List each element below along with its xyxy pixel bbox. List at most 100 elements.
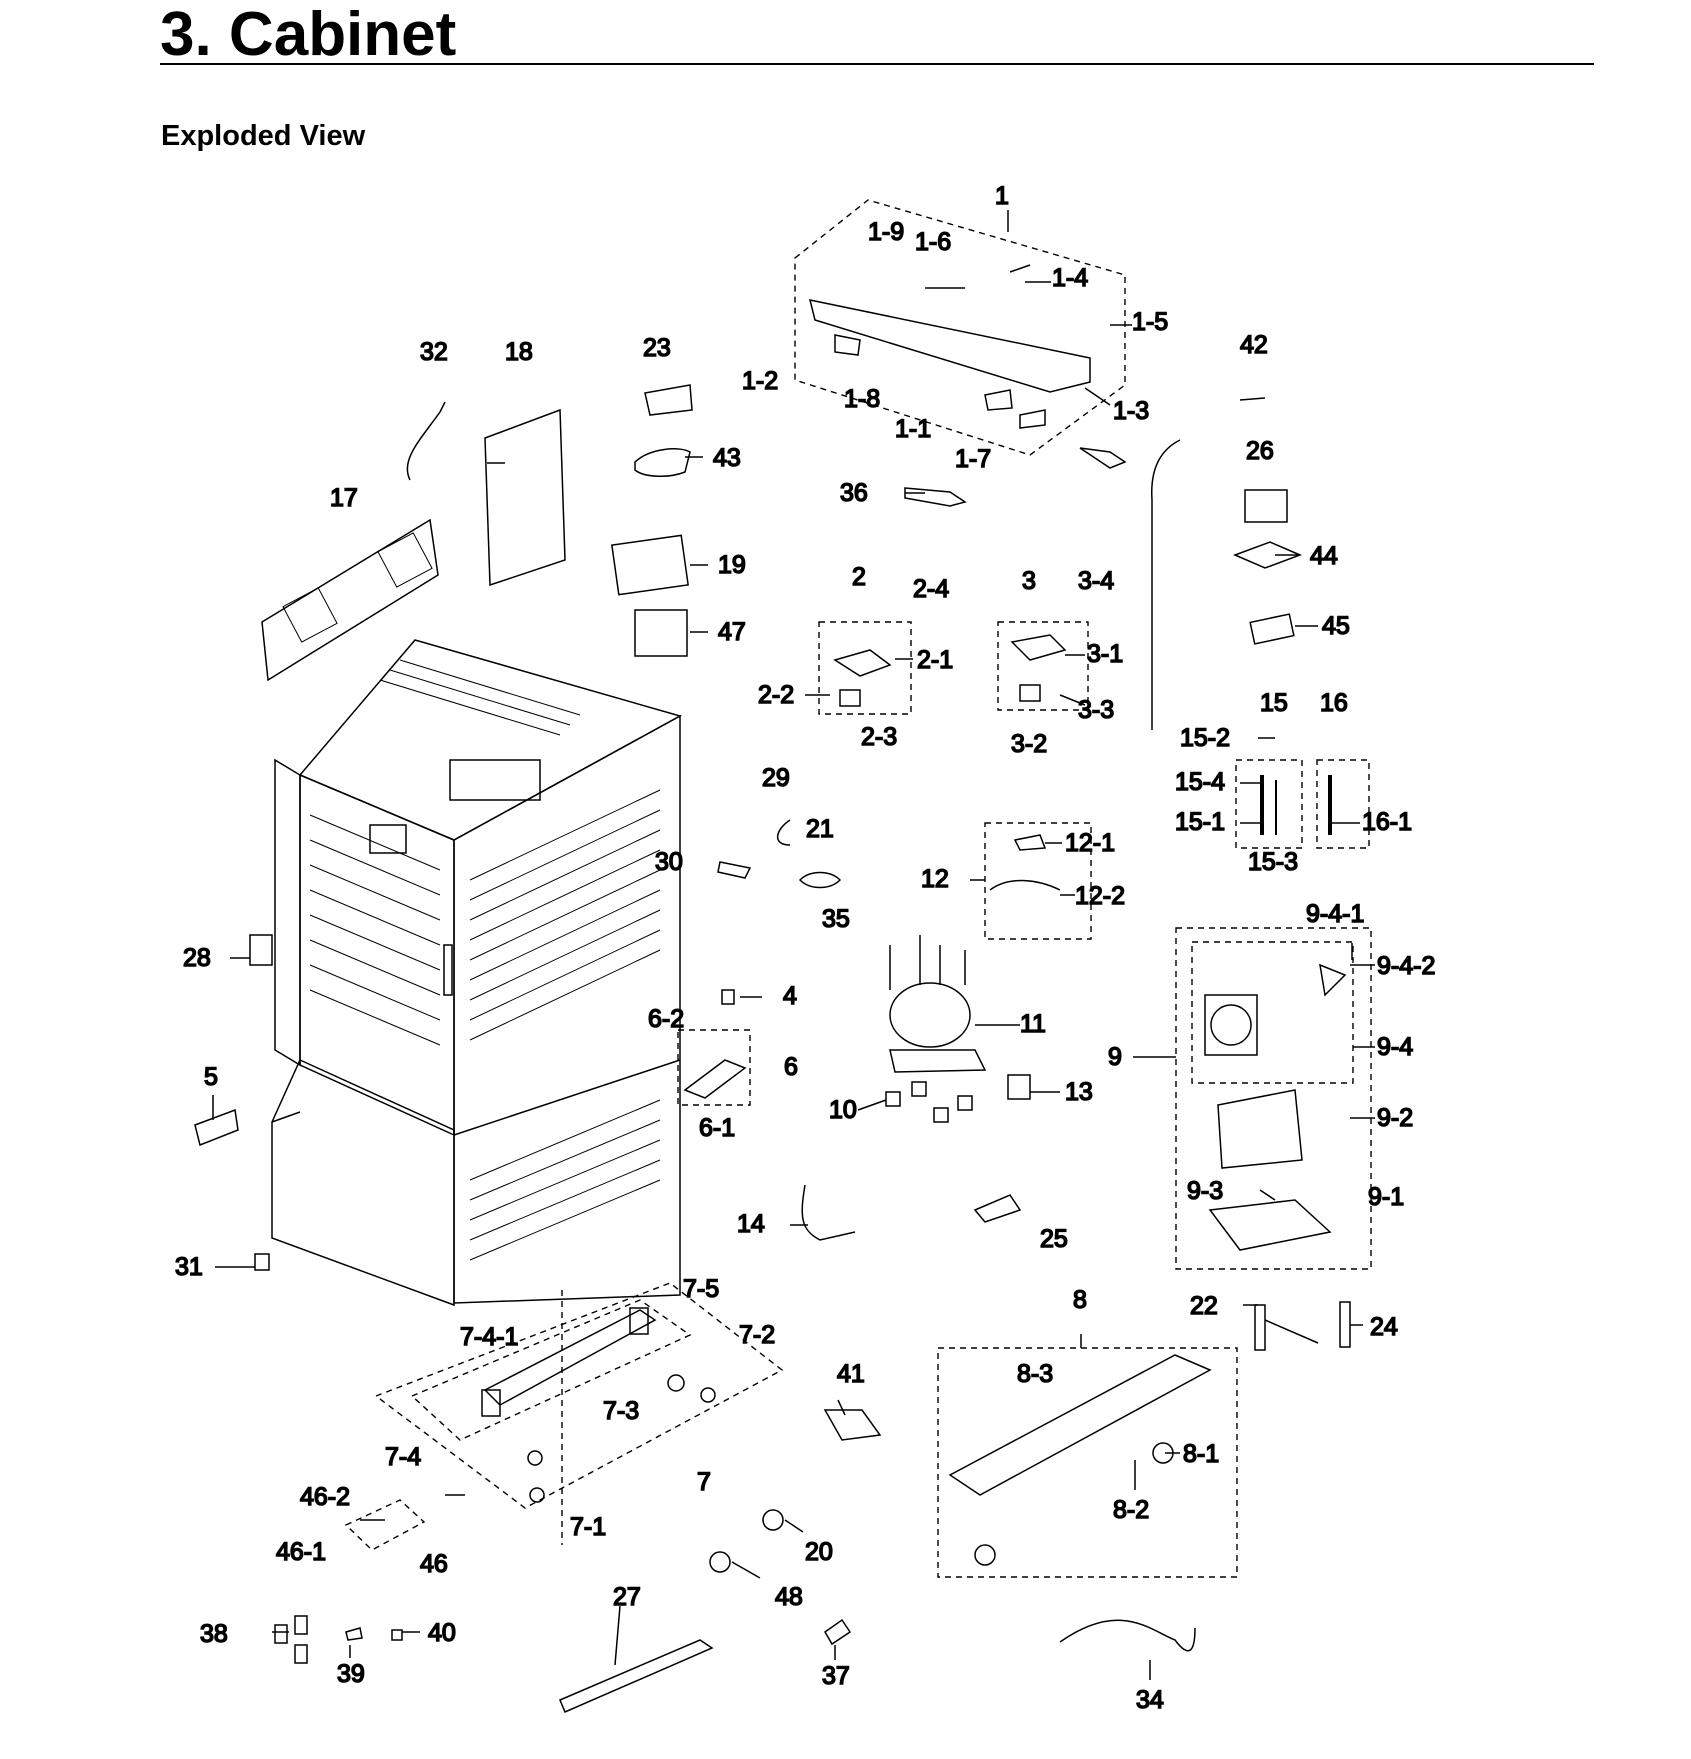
callout-2-3: 2-3 (861, 723, 897, 751)
callout-14: 14 (737, 1210, 765, 1238)
callout-30: 30 (655, 848, 683, 876)
part-8-3 (948, 1354, 1212, 1496)
callout-1-9: 1-9 (868, 218, 904, 246)
callout-1-5: 1-5 (1132, 308, 1168, 336)
callout-6-2: 6-2 (648, 1005, 684, 1033)
callout-1-8: 1-8 (844, 385, 880, 413)
callout-46: 46 (420, 1550, 448, 1578)
callout-10: 10 (829, 1096, 857, 1124)
callout-labels: 1 1-9 1-6 1-4 1-5 1-2 1-8 1-3 1-1 1-7 42… (174, 181, 1436, 1715)
callout-15-2: 15-2 (1180, 724, 1230, 752)
cabinet-body (271, 639, 682, 1307)
callout-19: 19 (718, 551, 746, 579)
callout-8-3: 8-3 (1017, 1360, 1053, 1388)
callout-37: 37 (822, 1662, 850, 1690)
callout-9-1: 9-1 (1368, 1183, 1404, 1211)
callout-24: 24 (1370, 1313, 1398, 1341)
part-7-1 (529, 1487, 545, 1503)
part-drawings (194, 264, 1351, 1713)
part-32 (406, 401, 446, 481)
part-6 (683, 1059, 747, 1099)
callout-7: 7 (697, 1468, 711, 1496)
callout-1-1: 1-1 (895, 415, 931, 443)
callout-9-4-1: 9-4-1 (1306, 900, 1364, 928)
callout-16: 16 (1320, 689, 1348, 717)
group-15-box (1235, 759, 1303, 849)
callout-42: 42 (1240, 331, 1268, 359)
callout-5: 5 (204, 1063, 218, 1091)
section-subtitle: Exploded View (161, 120, 366, 152)
part-43 (634, 448, 691, 477)
callout-6-1: 6-1 (699, 1114, 735, 1142)
part-30 (717, 861, 752, 879)
part-13 (1007, 1074, 1031, 1100)
callout-15-1: 15-1 (1175, 808, 1225, 836)
leader-lines (212, 210, 1375, 1680)
part-2 (833, 649, 892, 677)
callout-7-3: 7-3 (603, 1397, 639, 1425)
part-12-1 (1013, 834, 1047, 851)
part-20 (762, 1509, 784, 1531)
callout-2-2: 2-2 (758, 681, 794, 709)
part-42 (1151, 397, 1266, 730)
title-rule (160, 63, 1594, 65)
callout-8-2: 8-2 (1113, 1496, 1149, 1524)
part-31 (254, 1253, 270, 1271)
group-12-box (984, 822, 1092, 940)
callout-3-4: 3-4 (1078, 567, 1114, 595)
group-2-box (818, 621, 912, 715)
callout-11: 11 (1020, 1010, 1046, 1038)
callout-38: 38 (200, 1620, 228, 1648)
part-9-4-fan (1204, 994, 1258, 1056)
part-47 (634, 609, 688, 657)
part-27 (559, 1639, 714, 1713)
part-9-base (1208, 1199, 1332, 1251)
callout-7-4-1: 7-4-1 (460, 1323, 518, 1351)
callout-22: 22 (1190, 1292, 1218, 1320)
callout-9-3: 9-3 (1187, 1177, 1223, 1205)
part-21 (798, 871, 842, 889)
callout-7-1: 7-1 (570, 1513, 606, 1541)
part-22 (1254, 1304, 1319, 1351)
callout-35: 35 (822, 905, 850, 933)
part-18 (484, 408, 566, 587)
callout-1: 1 (995, 182, 1009, 210)
part-17 (261, 518, 439, 682)
group-46-box (344, 1499, 426, 1551)
callout-39: 39 (337, 1660, 365, 1688)
part-1-cover (808, 299, 1091, 393)
callout-3-3: 3-3 (1078, 696, 1114, 724)
part-44 (1232, 541, 1303, 569)
part-38 (274, 1624, 288, 1644)
callout-32: 32 (420, 338, 448, 366)
group-9-box (1175, 927, 1372, 1270)
callout-46-2: 46-2 (300, 1483, 350, 1511)
callout-3: 3 (1022, 567, 1036, 595)
callout-1-7: 1-7 (955, 445, 991, 473)
callout-7-5: 7-5 (683, 1275, 719, 1303)
callout-44: 44 (1310, 542, 1338, 570)
callout-43: 43 (713, 444, 741, 472)
callout-26: 26 (1246, 437, 1274, 465)
part-14 (801, 1184, 856, 1241)
callout-47: 47 (718, 618, 746, 646)
part-10 (885, 1091, 901, 1107)
part-19 (611, 534, 689, 596)
part-48 (709, 1551, 731, 1573)
part-39 (345, 1627, 363, 1641)
callout-9-4: 9-4 (1377, 1033, 1413, 1061)
callout-15: 15 (1260, 689, 1288, 717)
callout-2-4: 2-4 (913, 575, 949, 603)
part-23 (644, 384, 693, 416)
part-29 (776, 819, 791, 846)
callout-9-4-2: 9-4-2 (1377, 952, 1435, 980)
callout-15-4: 15-4 (1175, 768, 1225, 796)
callout-18: 18 (505, 338, 533, 366)
part-7-rail (483, 1309, 657, 1406)
callout-12: 12 (921, 865, 949, 893)
callout-27: 27 (613, 1583, 641, 1611)
part-36 (904, 487, 967, 507)
callout-2: 2 (852, 563, 866, 591)
